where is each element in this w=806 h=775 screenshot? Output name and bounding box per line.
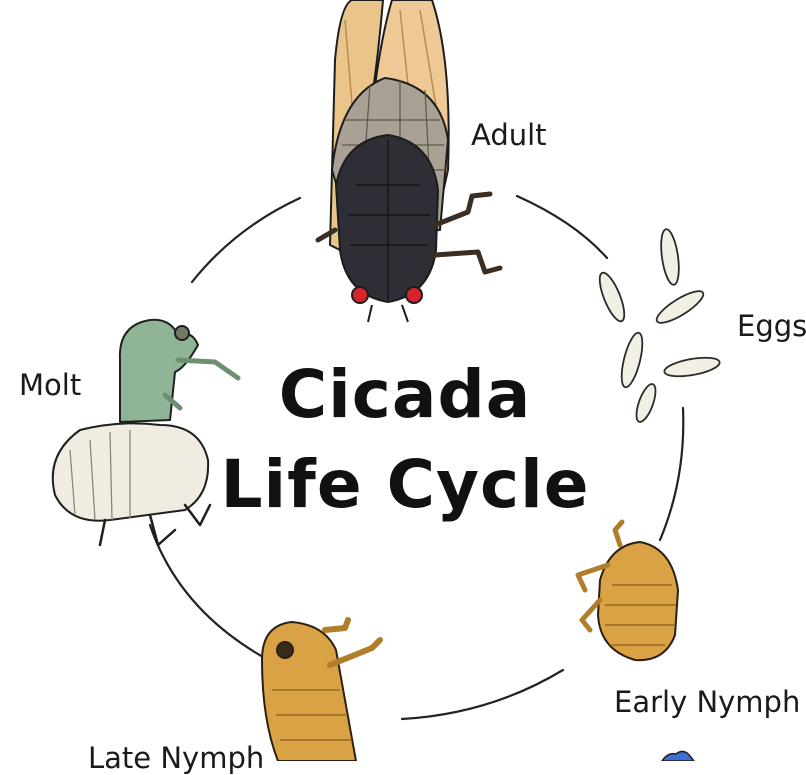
arc-late-nymph-to-molt bbox=[148, 523, 265, 659]
stage-label-molt: Molt bbox=[19, 368, 82, 402]
late-nymph-illustration bbox=[261, 617, 383, 761]
egg bbox=[598, 271, 626, 323]
arc-eggs-to-early-nymph bbox=[658, 406, 685, 542]
early-nymph-illustration bbox=[575, 519, 679, 662]
arc-early-nymph-to-late-nymph bbox=[400, 668, 565, 721]
cycle-arcs bbox=[148, 194, 685, 721]
molt-illustration bbox=[51, 318, 241, 547]
adult-body bbox=[335, 134, 439, 303]
adult-cicada-illustration bbox=[315, 0, 503, 323]
early-nymph-body bbox=[597, 541, 679, 662]
partial-illustration-bottom bbox=[661, 750, 695, 761]
egg bbox=[660, 228, 680, 286]
adult-eye-left bbox=[351, 286, 369, 304]
arc-adult-to-eggs bbox=[515, 194, 609, 260]
stage-label-adult: Adult bbox=[471, 118, 547, 152]
adult-legs bbox=[432, 191, 503, 275]
stage-label-eggs: Eggs bbox=[737, 309, 806, 343]
stage-label-early-nymph: Early Nymph bbox=[614, 685, 801, 719]
egg bbox=[620, 331, 644, 389]
diagram-title-line-1: Cicada bbox=[278, 356, 532, 433]
egg bbox=[635, 383, 657, 423]
eggs-illustration bbox=[598, 228, 721, 423]
arc-molt-to-adult bbox=[190, 196, 302, 284]
stage-label-late-nymph: Late Nymph bbox=[88, 741, 265, 775]
egg bbox=[663, 356, 721, 378]
egg bbox=[655, 290, 705, 324]
adult-eye-right bbox=[405, 286, 423, 304]
diagram-title-line-2: Life Cycle bbox=[220, 446, 590, 523]
